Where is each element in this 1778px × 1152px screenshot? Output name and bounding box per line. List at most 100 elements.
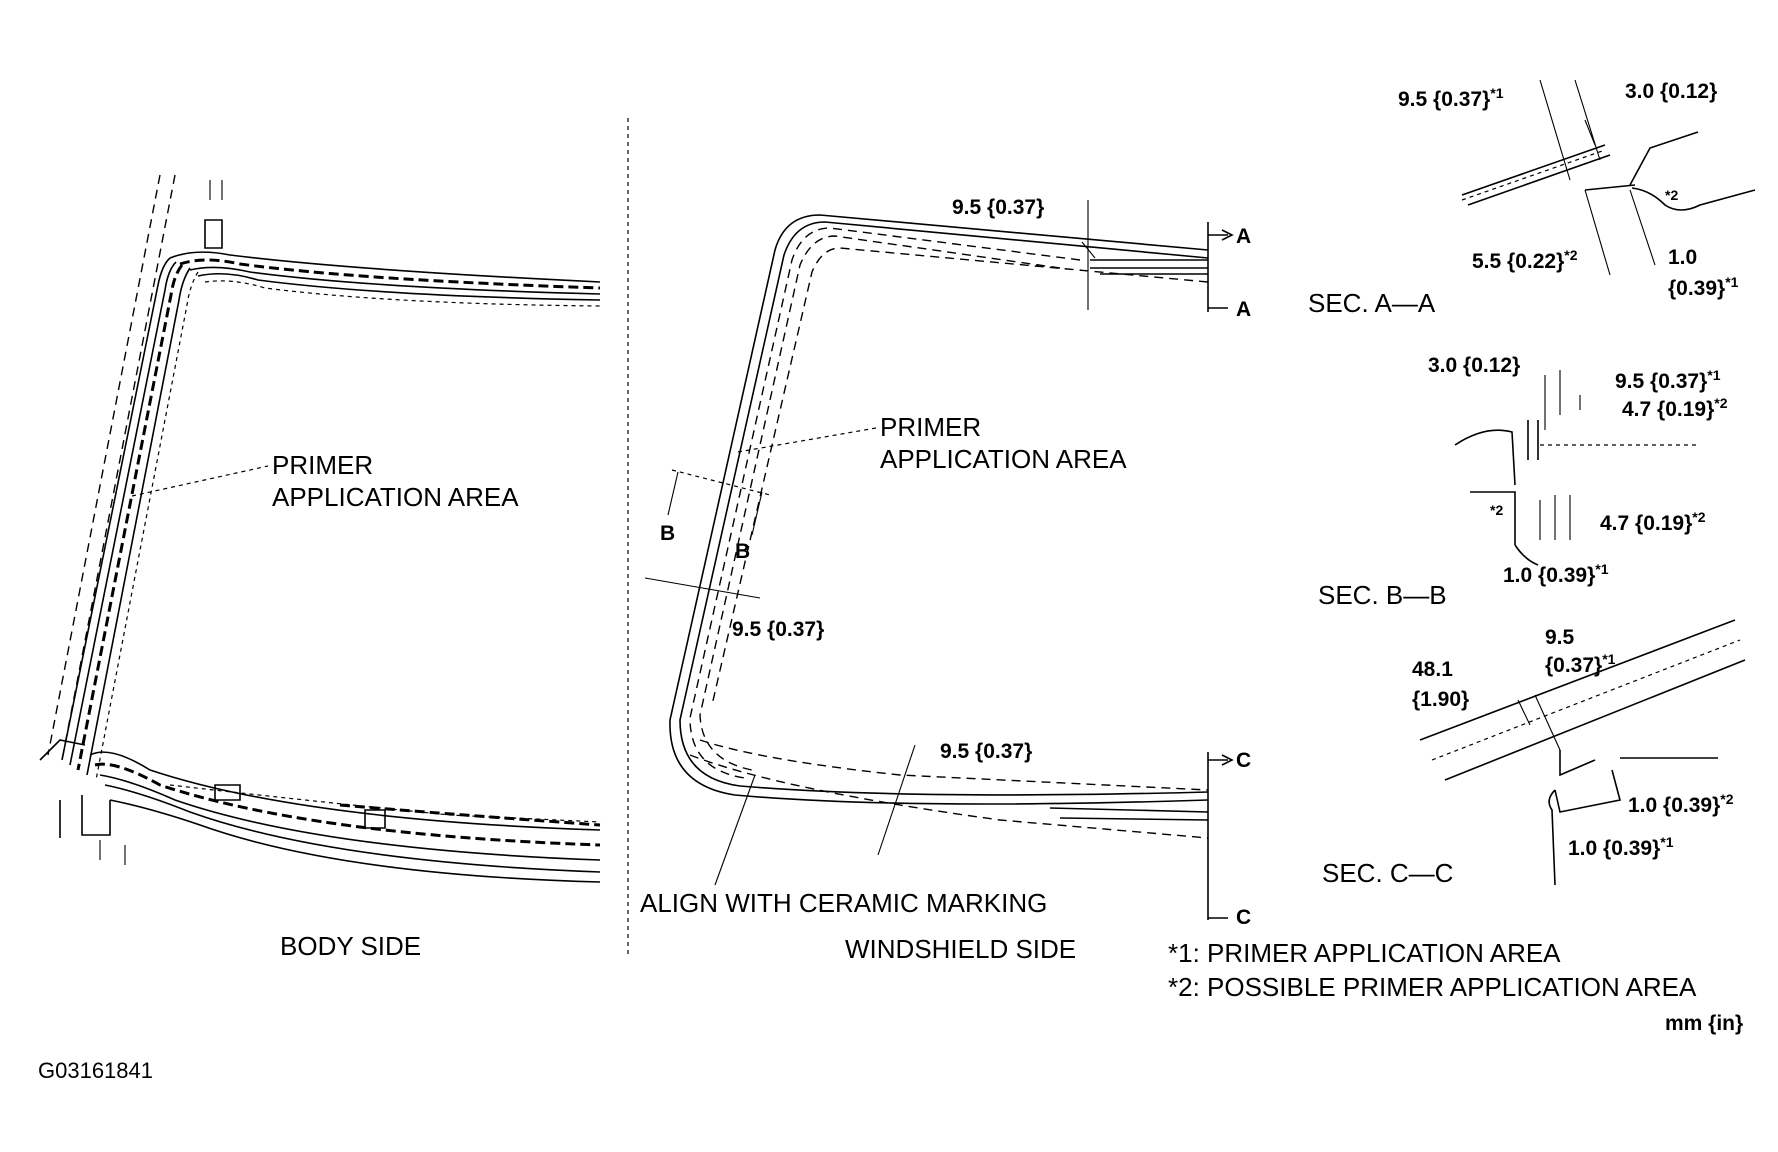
ws-bottom-dim: 9.5 {0.37}: [940, 740, 1032, 763]
cowl-line-4: [109, 799, 601, 883]
sec-a-glass: [1461, 144, 1611, 206]
body-side-drawing: PRIMER APPLICATION AREA BODY SIDE: [39, 174, 601, 961]
note-primer: *1: PRIMER APPLICATION AREA: [1168, 938, 1561, 968]
sec-b-dim-95: 9.5 {0.37}*1: [1615, 367, 1721, 393]
roof-line-2: [189, 266, 601, 295]
sec-a-flange: [1584, 184, 1636, 191]
glass-edge-inner: [679, 221, 1209, 796]
section-c-mark-top: C: [1236, 749, 1251, 772]
pillar-flange-1: [61, 257, 171, 761]
sec-b-outer-body: [1454, 429, 1516, 486]
cowl-ticks: [99, 840, 126, 865]
section-b-detail: 3.0 {0.12} 9.5 {0.37}*1 4.7 {0.19}*2 *2 …: [1318, 354, 1728, 610]
body-side-caption: BODY SIDE: [280, 931, 421, 961]
sec-b-dim-10: 1.0 {0.39}*1: [1503, 561, 1609, 587]
section-a-indicator: [1207, 222, 1228, 312]
sec-b-title: SEC. B—B: [1318, 580, 1447, 610]
sec-b-dim-30: 3.0 {0.12}: [1428, 354, 1520, 377]
sec-c-dim-lines: [1517, 694, 1561, 751]
sec-b-curve: [1514, 544, 1539, 566]
sec-b-dim-lines: [1544, 370, 1581, 430]
sec-a-upper-body: [1629, 131, 1699, 186]
cowl-dashed-upper: [169, 784, 601, 823]
sec-a-glass-dash: [1461, 149, 1606, 201]
section-c-indicator: [1207, 752, 1228, 920]
ws-primer-leader: [737, 427, 877, 453]
sec-c-dim-10-a: 1.0 {0.39}*2: [1628, 791, 1734, 817]
units-label: mm {in}: [1665, 1012, 1743, 1035]
glass-edge-outer: [669, 214, 1209, 805]
sec-c-dim-10-b: 1.0 {0.39}*1: [1568, 834, 1674, 860]
sec-c-title: SEC. C—C: [1322, 858, 1453, 888]
sec-a-dim-30: 3.0 {0.12}: [1625, 80, 1717, 103]
ws-bottom-dim-line: [877, 744, 916, 856]
cowl-line-3: [104, 784, 601, 873]
sec-a-dim-lines: [1539, 79, 1601, 181]
primer-band-inner: [699, 235, 1061, 771]
sec-a-extension: [1584, 189, 1656, 276]
pillar-flange-2: [69, 261, 177, 766]
sec-c-bead: [1559, 750, 1596, 777]
section-a-mark-top: A: [1236, 225, 1251, 248]
sec-c-dim-95-a: 9.5: [1545, 626, 1575, 649]
cowl-clip-1: [214, 784, 241, 801]
section-c-mark-bottom: C: [1236, 906, 1251, 929]
sec-b-mark-2: *2: [1490, 502, 1503, 518]
cowl-heavy-dash: [339, 803, 601, 827]
sec-a-dim-55: 5.5 {0.22}*2: [1472, 247, 1578, 273]
section-b-cut: [671, 469, 771, 496]
primer-band-outer: [689, 227, 1081, 779]
ceramic-upper-dash: [711, 247, 1209, 706]
primer-band-pillar: [76, 264, 184, 771]
sec-b-dim-47-b: 4.7 {0.19}*2: [1600, 509, 1706, 535]
align-label: ALIGN WITH CERAMIC MARKING: [640, 888, 1047, 918]
primer-band-cowl: [94, 762, 601, 847]
ws-primer-label-1: PRIMER: [880, 412, 981, 442]
pillar-flange-3: [86, 267, 191, 776]
sec-a-dim-10-b: {0.39}*1: [1668, 274, 1739, 300]
body-primer-label-2: APPLICATION AREA: [272, 482, 519, 512]
sec-b-pinchweld: [1527, 420, 1539, 460]
sec-b-dim-47-a: 4.7 {0.19}*2: [1622, 395, 1728, 421]
section-b-ticks: [667, 471, 763, 536]
sec-c-dim-95-b: {0.37}*1: [1545, 651, 1616, 677]
sec-c-dim-481-b: {1.90}: [1412, 688, 1469, 711]
roof-line-3: [197, 272, 601, 301]
sec-a-mark-2: *2: [1665, 187, 1678, 203]
sec-a-lower-body: [1631, 187, 1756, 211]
sec-c-glass: [1419, 619, 1746, 781]
pillar-top-ticks: [209, 180, 223, 200]
sec-c-body-flange: [1554, 769, 1621, 813]
section-b-mark-right: B: [735, 540, 750, 563]
figure-id: G03161841: [38, 1058, 153, 1083]
body-primer-leader: [131, 465, 269, 497]
ws-side-dim: 9.5 {0.37}: [732, 618, 824, 641]
ws-top-dim: 9.5 {0.37}: [952, 196, 1044, 219]
windshield-side-caption: WINDSHIELD SIDE: [845, 934, 1076, 964]
top-clip: [204, 219, 223, 249]
sec-a-dim-10-a: 1.0: [1668, 246, 1697, 269]
section-b-mark-left: B: [660, 522, 675, 545]
section-a-mark-bottom: A: [1236, 298, 1251, 321]
ws-top-dim-line: [1081, 200, 1096, 310]
sec-a-dim-95: 9.5 {0.37}*1: [1398, 85, 1504, 111]
sec-c-body-side: [1548, 789, 1556, 886]
sec-c-dim-481-a: 48.1: [1412, 658, 1453, 681]
pillar-guide-inner: [61, 174, 176, 761]
cowl-clip-2: [364, 809, 386, 829]
pillar-guide-outer: [47, 174, 161, 756]
top-right-bands: [1090, 259, 1208, 275]
note-possible-primer: *2: POSSIBLE PRIMER APPLICATION AREA: [1168, 972, 1697, 1002]
legend-notes: *1: PRIMER APPLICATION AREA *2: POSSIBLE…: [1168, 938, 1743, 1035]
sec-a-title: SEC. A—A: [1308, 288, 1436, 318]
primer-band-roof: [179, 258, 601, 290]
ws-primer-label-2: APPLICATION AREA: [880, 444, 1127, 474]
roof-line-1: [169, 251, 601, 283]
cowl-corner: [39, 739, 86, 761]
bottom-right-bands: [1049, 807, 1209, 821]
cowl-line-2: [99, 774, 601, 861]
windshield-side-drawing: A A C C B B 9.5 {0.37} 9.5 {0.37} 9.5 {0…: [640, 196, 1251, 964]
sec-b-inner-body: [1470, 491, 1516, 545]
